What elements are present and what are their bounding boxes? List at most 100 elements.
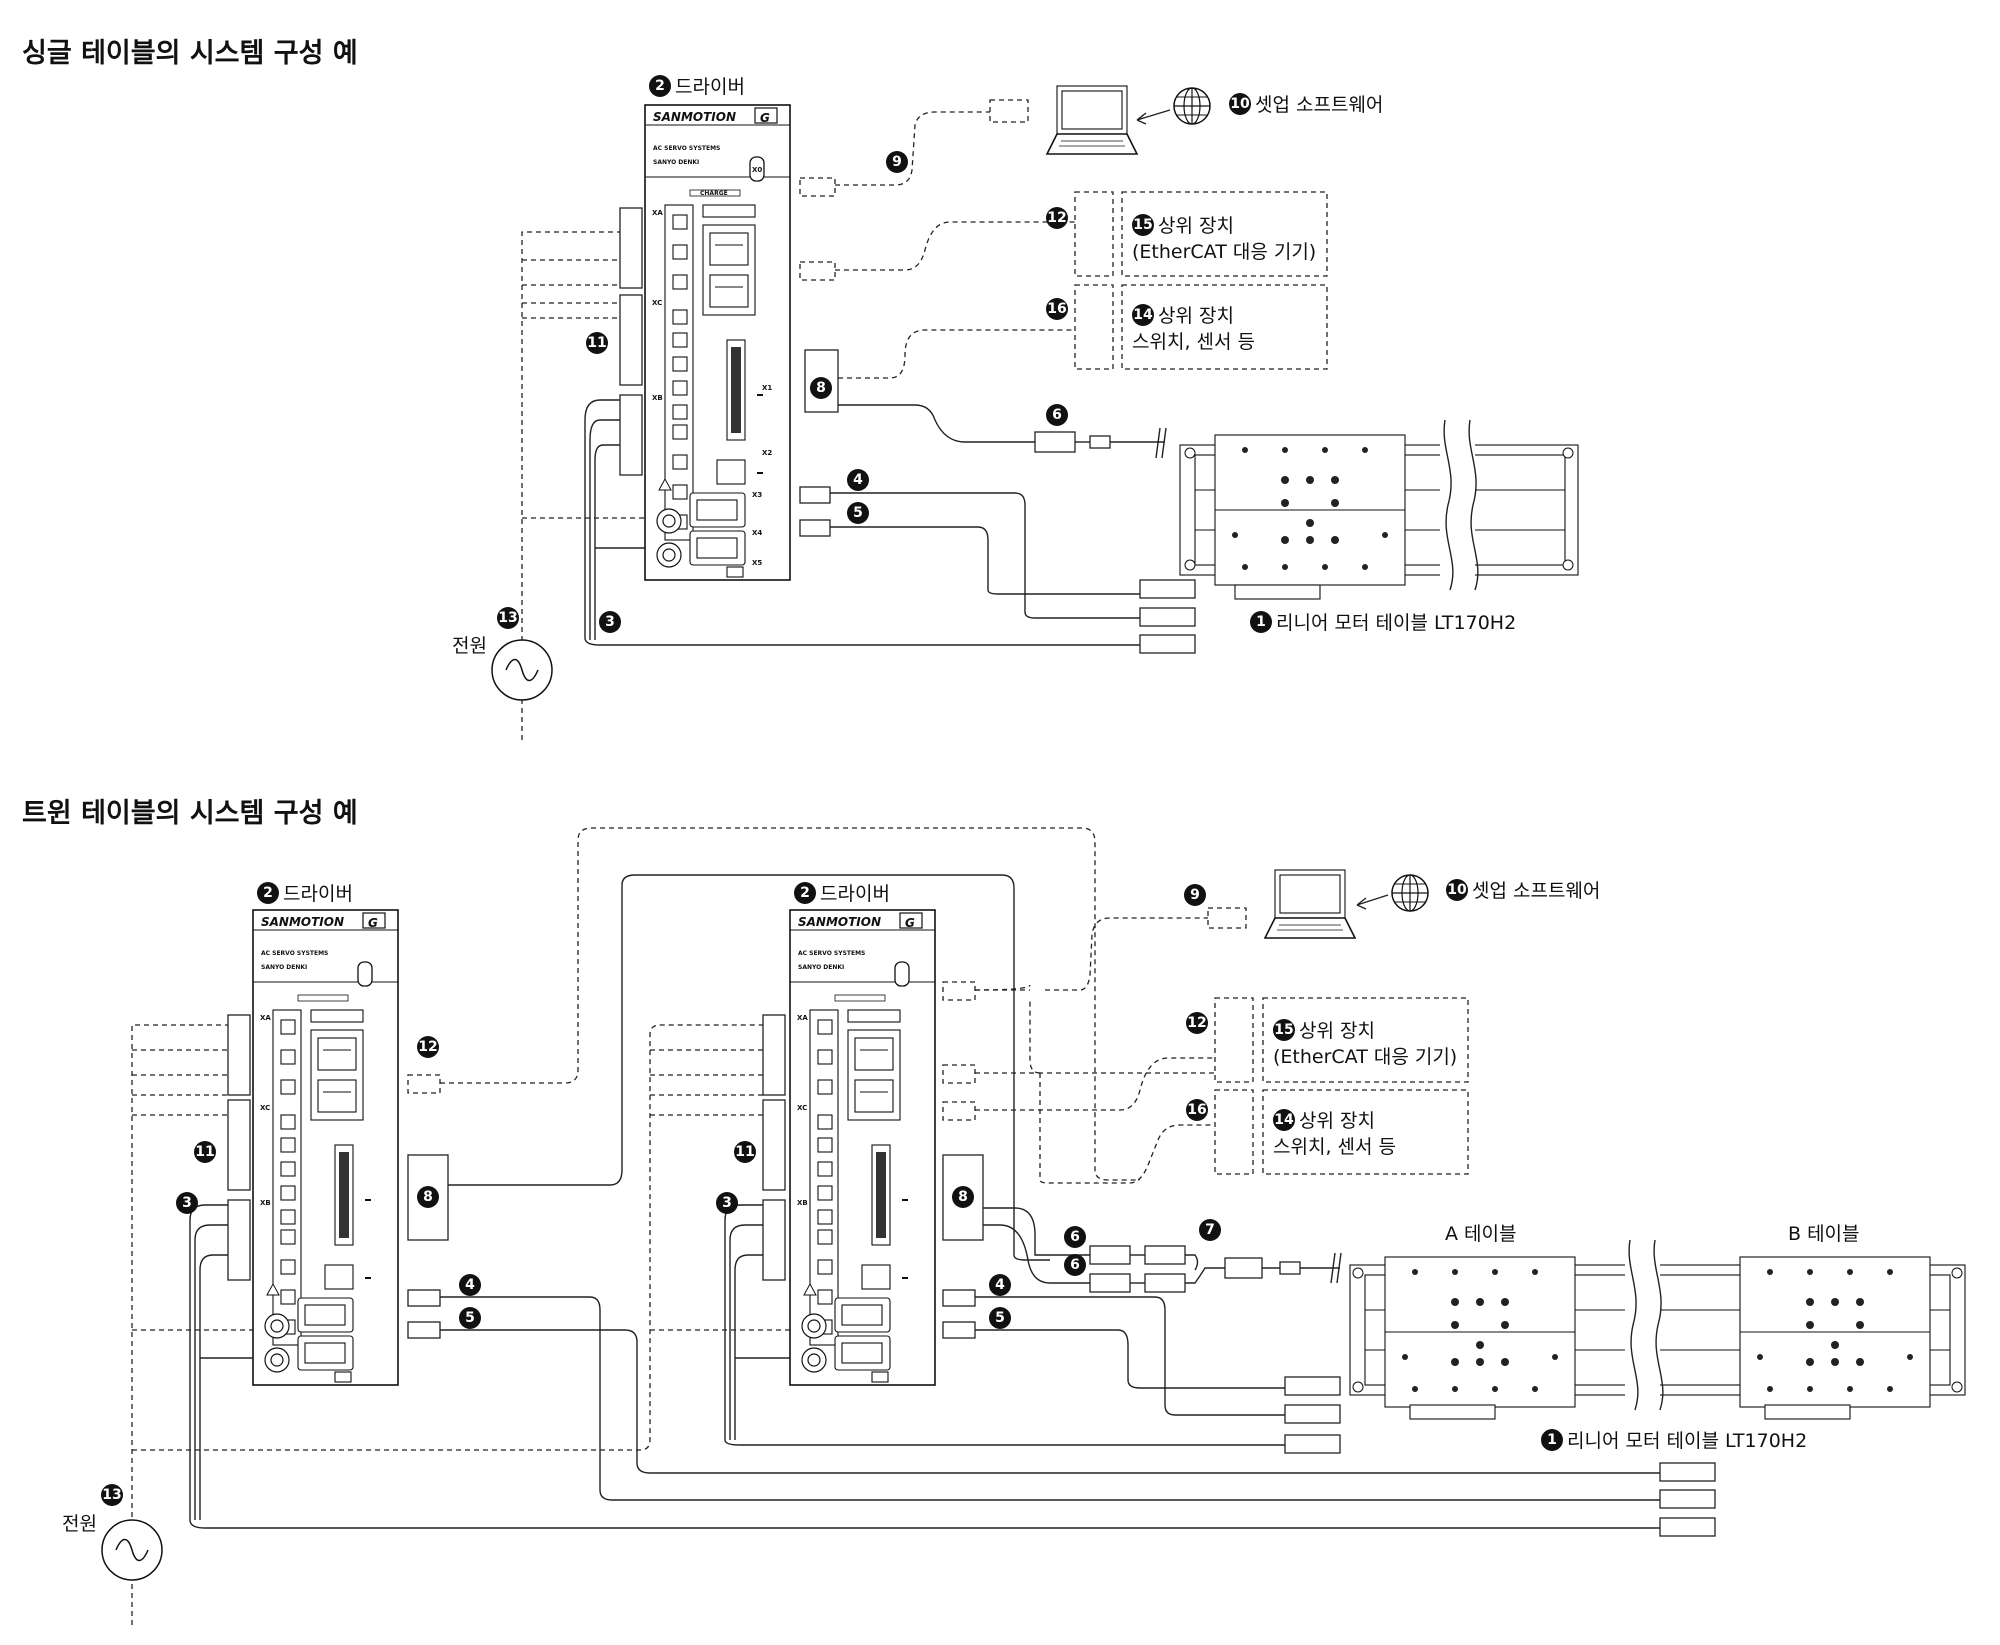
laptop-icon: [1046, 85, 1138, 155]
setup-software-label: 셋업 소프트웨어: [1255, 94, 1383, 116]
twin-laptop-icon: [1264, 869, 1356, 939]
driver-a-logo: G: [368, 916, 378, 930]
driver-maker: SANYO DENKI: [653, 159, 699, 166]
host-ethercat-num: 15: [1133, 217, 1152, 233]
driver-brand: SANMOTION: [653, 110, 736, 124]
host-io-link-num: 16: [1047, 301, 1066, 317]
twin-host-io-num: 14: [1274, 1112, 1294, 1128]
twin-globe-icon: [1391, 874, 1429, 912]
driver-a-maker: SANYO DENKI: [261, 964, 307, 971]
table-a-label: A 테이블: [1445, 1223, 1516, 1245]
cable-6-num: 6: [1052, 407, 1062, 423]
cable-a11-num: 11: [195, 1144, 214, 1160]
port-x3: X3: [752, 491, 762, 499]
driver-b-maker: SANYO DENKI: [798, 964, 844, 971]
driver-b-port-xc: XC: [797, 1104, 807, 1112]
driver-a-label: 드라이버: [283, 883, 353, 905]
cable-11-num: 11: [587, 335, 606, 351]
single-cables: [521, 111, 1195, 740]
power-source-icon: [491, 639, 553, 701]
table-label: 리니어 모터 테이블 LT170H2: [1276, 612, 1516, 634]
host-ethercat-line2: (EtherCAT 대응 기기): [1132, 241, 1316, 263]
cable-a5-num: 5: [465, 1310, 475, 1326]
cable-3-num: 3: [605, 614, 615, 630]
pc-link-num: 9: [892, 154, 902, 170]
twin-host-ethercat-line2: (EtherCAT 대응 기기): [1273, 1046, 1457, 1068]
driver-b-port-xb: XB: [797, 1199, 808, 1207]
host-ethercat-link-num: 12: [1047, 210, 1066, 226]
driver-b-brand: SANMOTION: [798, 915, 881, 929]
twin-linear-motor-table: [1349, 1239, 1966, 1420]
driver-b-port-xa: XA: [797, 1014, 808, 1022]
port-xc: XC: [652, 299, 662, 307]
twin-section-title: 트윈 테이블의 시스템 구성 예: [22, 798, 358, 829]
power-num: 13: [498, 610, 517, 626]
driver-a-series: AC SERVO SYSTEMS: [261, 950, 328, 957]
twin-cables: [131, 827, 1660, 1625]
driver-b-label: 드라이버: [820, 883, 890, 905]
driver-charge: CHARGE: [700, 190, 728, 197]
twin-power-source-icon: [101, 1519, 163, 1581]
cable-b4-num: 4: [995, 1277, 1005, 1293]
twin-table-label: 리니어 모터 테이블 LT170H2: [1567, 1430, 1807, 1452]
twin-power-label: 전원: [62, 1513, 97, 1535]
io-connector-num: 8: [816, 380, 826, 396]
twin-pc-link-num: 9: [1190, 887, 1200, 903]
port-x0: X0: [752, 166, 762, 174]
twin-host-ethercat-link-num: 12: [1187, 1015, 1206, 1031]
globe-icon: [1173, 87, 1211, 125]
twin-table-num: 1: [1547, 1432, 1557, 1448]
single-section-title: 싱글 테이블의 시스템 구성 예: [22, 38, 358, 69]
cable-b6a-num: 6: [1070, 1229, 1080, 1245]
driver-series: AC SERVO SYSTEMS: [653, 145, 720, 152]
twin-host-io-line1: 상위 장치: [1299, 1110, 1375, 1132]
port-x2: X2: [762, 449, 772, 457]
driver-badge: [649, 75, 671, 97]
linear-motor-table: [1179, 419, 1579, 600]
cable-b11-num: 11: [735, 1144, 754, 1160]
host-io-num: 14: [1133, 307, 1153, 323]
driver-b-num: 2: [800, 885, 810, 901]
cable-a3-num: 3: [182, 1195, 192, 1211]
driver-a-link-num: 12: [418, 1039, 437, 1055]
cable-4-num: 4: [853, 472, 863, 488]
host-io-line2: 스위치, 센서 등: [1132, 331, 1255, 353]
io-connector-badge: [810, 377, 832, 399]
driver-b-logo: G: [905, 916, 915, 930]
host-ethercat-line1: 상위 장치: [1158, 215, 1234, 237]
driver-a-brand: SANMOTION: [261, 915, 344, 929]
driver-a-num: 2: [263, 885, 273, 901]
twin-host-ethercat-num: 15: [1274, 1022, 1293, 1038]
driver-a-port-xc: XC: [260, 1104, 270, 1112]
driver-a-port-xa: XA: [260, 1014, 271, 1022]
driver-a-port-xb: XB: [260, 1199, 271, 1207]
twin-setup-software-num: 10: [1447, 882, 1467, 898]
driver-logo: G: [760, 111, 770, 125]
port-xa: XA: [652, 209, 663, 217]
port-x1: X1: [762, 384, 772, 392]
table-b-label: B 테이블: [1788, 1223, 1860, 1245]
port-x4: X4: [752, 529, 762, 537]
twin-host-io-line2: 스위치, 센서 등: [1273, 1136, 1396, 1158]
twin-setup-software-label: 셋업 소프트웨어: [1472, 880, 1600, 902]
port-x5: X5: [752, 559, 762, 567]
setup-software-num: 10: [1230, 96, 1250, 112]
table-num: 1: [1256, 614, 1266, 630]
io-connector-a-num: 8: [423, 1189, 433, 1205]
driver-label: 드라이버: [675, 76, 745, 98]
cable-b5-num: 5: [995, 1310, 1005, 1326]
cable-5-num: 5: [853, 505, 863, 521]
host-io-line1: 상위 장치: [1158, 305, 1234, 327]
power-label: 전원: [452, 635, 487, 657]
twin-host-ethercat-line1: 상위 장치: [1299, 1020, 1375, 1042]
port-xb: XB: [652, 394, 663, 402]
twin-power-num: 13: [102, 1487, 121, 1503]
driver-b-series: AC SERVO SYSTEMS: [798, 950, 865, 957]
cable-b6b-num: 6: [1070, 1257, 1080, 1273]
twin-host-io-link-num: 16: [1187, 1102, 1206, 1118]
io-connector-b-num: 8: [958, 1189, 968, 1205]
cable-a4-num: 4: [465, 1277, 475, 1293]
cable-b3-num: 3: [722, 1195, 732, 1211]
driver-num: 2: [655, 78, 665, 94]
